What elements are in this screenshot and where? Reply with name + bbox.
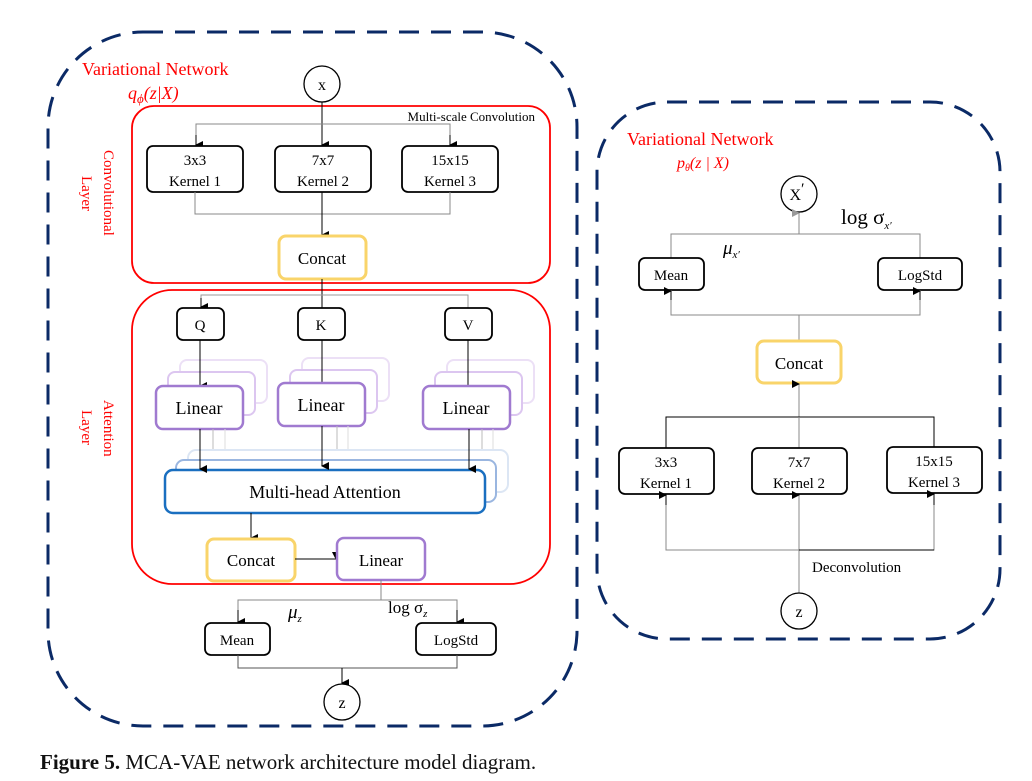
- conv-layer-label-2: Layer: [78, 176, 94, 211]
- encoder-logstd-box: LogStd: [415, 622, 497, 656]
- svg-text:Kernel 3: Kernel 3: [908, 475, 960, 491]
- input-node-z-label: z: [795, 604, 802, 621]
- svg-text:Concat: Concat: [227, 551, 275, 570]
- figure-caption: Figure 5. MCA-VAE network architecture m…: [40, 750, 536, 775]
- encoder-kernel-3: 15x15 Kernel 3: [401, 145, 499, 193]
- linear-q-stack: Linear: [154, 340, 268, 431]
- svg-text:15x15: 15x15: [431, 153, 469, 169]
- encoder-concat-1: Concat: [277, 234, 368, 281]
- svg-text:LogStd: LogStd: [898, 268, 943, 284]
- mu-z-label: μz: [287, 602, 303, 625]
- linear-v-stack: Linear: [421, 340, 535, 431]
- svg-text:LogStd: LogStd: [434, 633, 479, 649]
- v-box: V: [444, 307, 493, 341]
- multi-head-attention-stack: Multi-head Attention: [163, 449, 509, 515]
- deconvolution-label: Deconvolution: [812, 560, 902, 576]
- encoder-kernel-1: 3x3 Kernel 1: [146, 145, 244, 193]
- attention-layer-label-1: Attention: [100, 400, 116, 457]
- conv-layer-label-1: Convolutional: [100, 150, 116, 236]
- attention-layer-label-2: Layer: [78, 410, 94, 445]
- decoder-kernel-3: 15x15 Kernel 3: [886, 446, 983, 494]
- svg-text:Concat: Concat: [298, 249, 346, 268]
- encoder-panel: Variational Network qϕ(z|X) x Convolutio…: [46, 30, 579, 728]
- encoder-concat-2: Concat: [205, 537, 297, 583]
- decoder-kernel-1: 3x3 Kernel 1: [618, 447, 715, 495]
- decoder-mean-box: Mean: [638, 257, 705, 291]
- logsigma-xprime-label: log σx′: [841, 205, 892, 232]
- svg-text:Kernel 1: Kernel 1: [169, 174, 221, 190]
- svg-text:Kernel 2: Kernel 2: [773, 476, 825, 492]
- svg-text:Concat: Concat: [775, 354, 823, 373]
- multi-head-attention-label: Multi-head Attention: [249, 482, 400, 502]
- linear-k-label: Linear: [298, 395, 345, 415]
- encoder-subtitle: qϕ(z|X): [128, 83, 179, 106]
- encoder-linear-out: Linear: [335, 536, 427, 582]
- input-node-x-label: x: [318, 77, 326, 94]
- svg-text:3x3: 3x3: [655, 455, 678, 471]
- convolutional-layer-box: [131, 105, 551, 284]
- svg-text:7x7: 7x7: [788, 455, 811, 471]
- mu-xprime-label: μx′: [722, 238, 740, 261]
- encoder-frame: [46, 30, 579, 728]
- linear-v-label: Linear: [443, 398, 490, 418]
- svg-text:Kernel 3: Kernel 3: [424, 174, 476, 190]
- svg-text:3x3: 3x3: [184, 153, 207, 169]
- output-node-z: [323, 683, 361, 721]
- figure-caption-text: MCA-VAE network architecture model diagr…: [120, 750, 537, 774]
- logsigma-z-label: log σz: [388, 598, 428, 620]
- decoder-subtitle: pθ(z | X): [676, 155, 729, 174]
- svg-text:Linear: Linear: [359, 551, 404, 570]
- output-node-z-label: z: [338, 695, 345, 712]
- linear-k-stack: Linear: [276, 340, 390, 428]
- svg-text:V: V: [463, 318, 474, 334]
- encoder-title: Variational Network: [82, 59, 228, 79]
- decoder-title: Variational Network: [627, 129, 773, 149]
- svg-text:Kernel 1: Kernel 1: [640, 476, 692, 492]
- svg-text:Kernel 2: Kernel 2: [297, 174, 349, 190]
- decoder-panel: Variational Network pθ(z | X) X′ log σx′…: [595, 100, 1002, 641]
- k-box: K: [297, 307, 346, 341]
- decoder-logstd-box: LogStd: [877, 257, 963, 291]
- input-node-z: [780, 592, 818, 630]
- attention-layer-box: [131, 289, 551, 585]
- decoder-kernel-2: 7x7 Kernel 2: [751, 447, 848, 495]
- svg-text:Q: Q: [195, 318, 206, 334]
- encoder-mean-box: Mean: [204, 622, 271, 656]
- multiscale-convolution-label: Multi-scale Convolution: [408, 109, 536, 124]
- output-node-xprime-label: X′: [789, 181, 804, 204]
- svg-text:K: K: [316, 318, 327, 334]
- encoder-kernel-2: 7x7 Kernel 2: [274, 145, 372, 193]
- decoder-concat-box: Concat: [755, 339, 843, 385]
- svg-text:15x15: 15x15: [915, 454, 953, 470]
- linear-q-label: Linear: [176, 398, 223, 418]
- svg-text:Mean: Mean: [654, 268, 689, 284]
- decoder-frame: [595, 100, 1002, 641]
- q-box: Q: [176, 307, 225, 341]
- figure-label: Figure 5.: [40, 750, 121, 774]
- svg-text:7x7: 7x7: [312, 153, 335, 169]
- svg-text:Mean: Mean: [220, 633, 255, 649]
